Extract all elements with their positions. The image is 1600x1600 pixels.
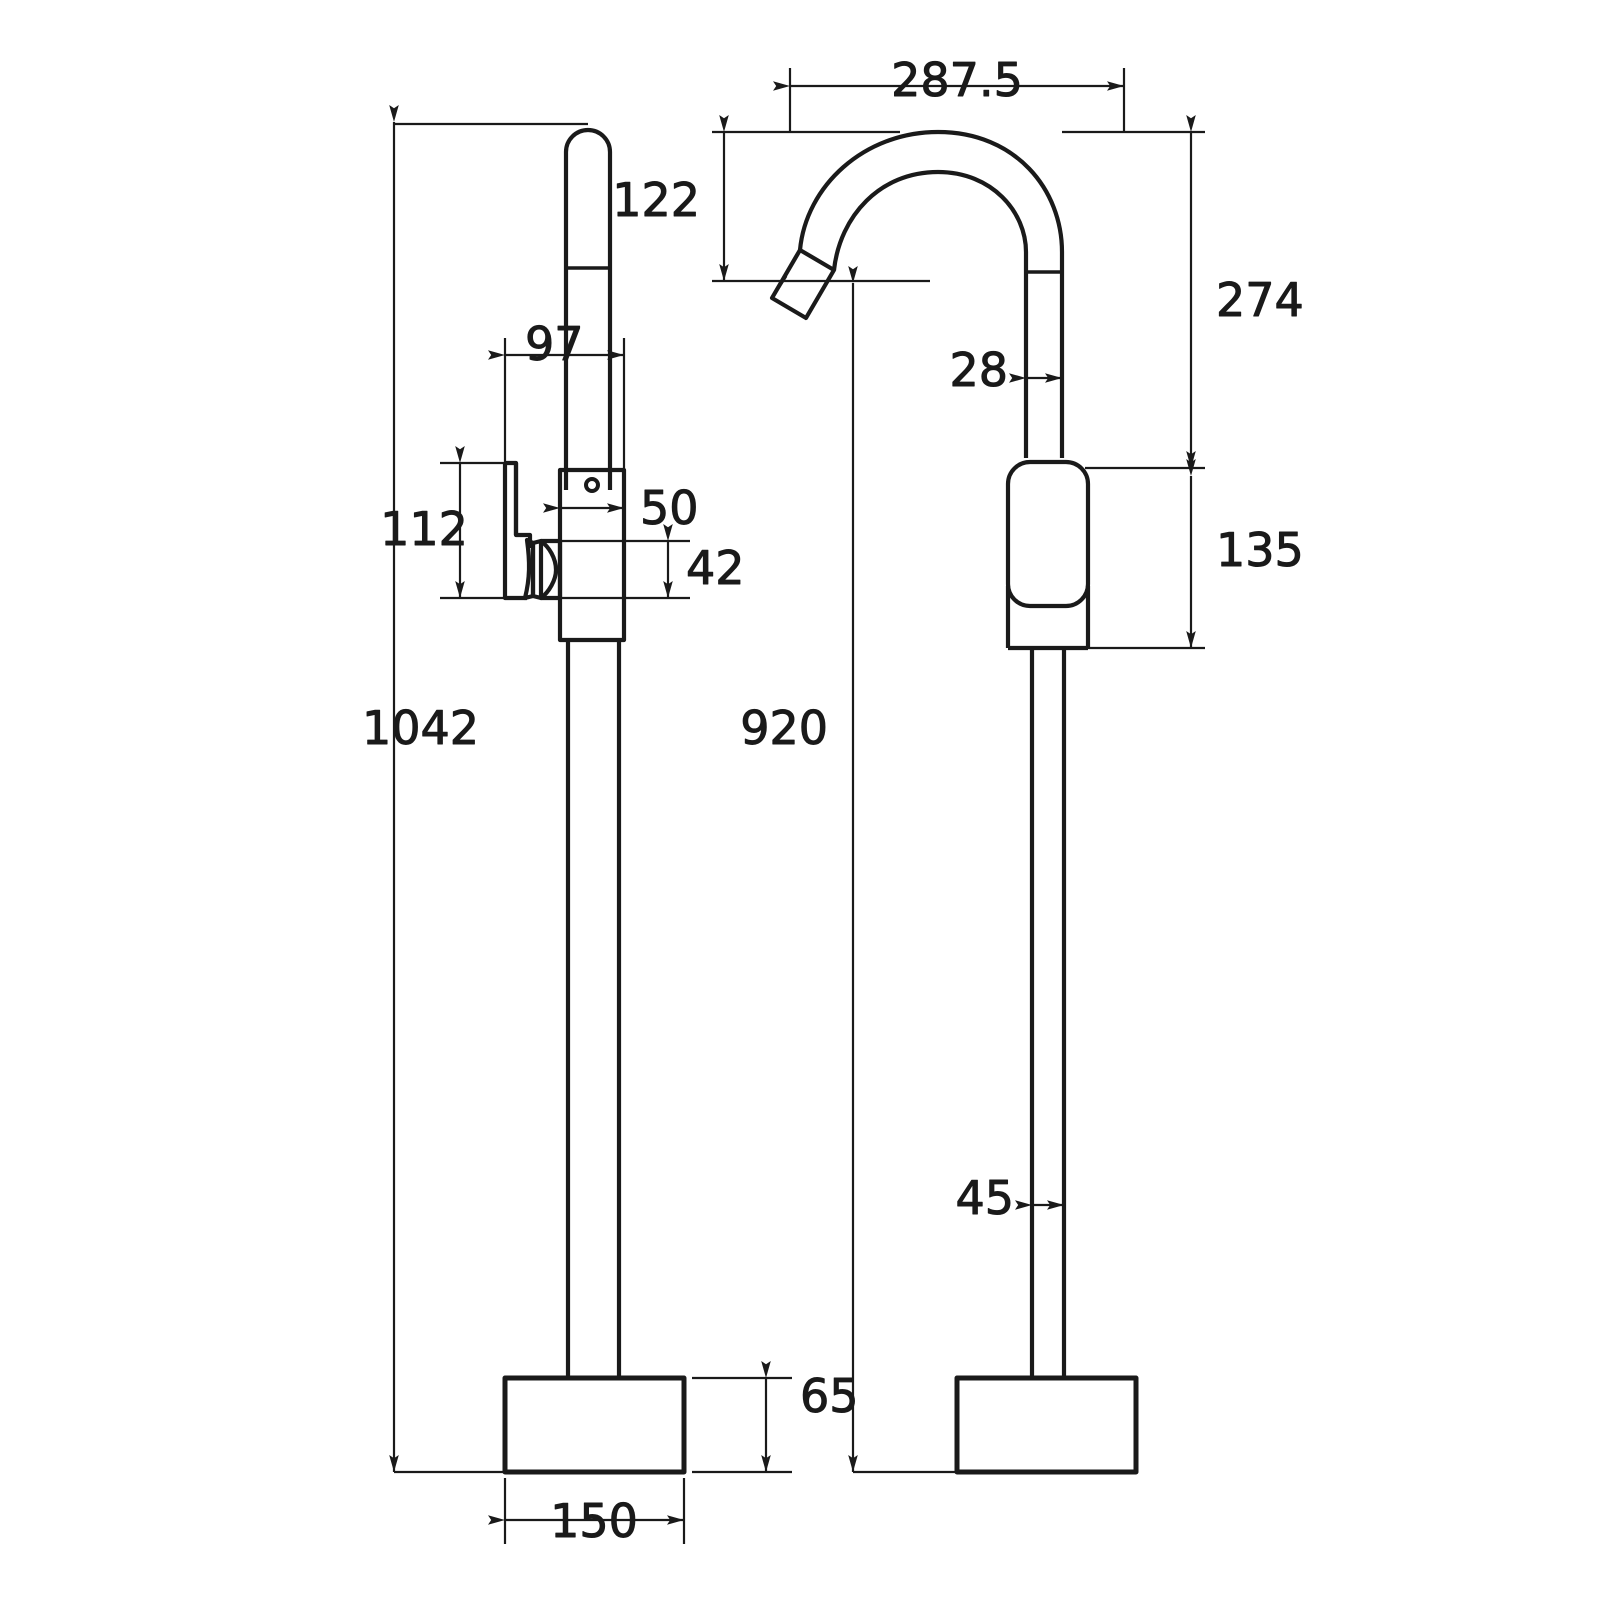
view-side-elevation [769, 129, 1139, 1475]
dimension-spout-reach [773, 68, 1126, 132]
dimension-28-label: 28 [949, 343, 1008, 397]
column-front [565, 640, 622, 1378]
dimension-920-label: 920 [740, 701, 828, 755]
dimension-overall-height [389, 105, 588, 1474]
dimension-135-label: 135 [1216, 523, 1304, 577]
riser-upper-front [563, 127, 613, 490]
dimension-45-label: 45 [955, 1171, 1014, 1225]
dimension-42-label: 42 [686, 541, 745, 595]
view-front-elevation [502, 127, 687, 1475]
dimension-base-width [488, 1478, 686, 1544]
dimension-base-height [692, 1361, 792, 1474]
spout-tube-side [1023, 270, 1065, 458]
dimension-50-label: 50 [640, 481, 699, 535]
spout-arc-side [797, 129, 1065, 272]
dimension-97-label: 97 [525, 317, 584, 371]
base-plate-front [502, 1375, 687, 1475]
dimension-112-label: 112 [380, 502, 468, 556]
body-capsule-side [1005, 459, 1091, 651]
dimension-spout-height [848, 266, 957, 1474]
dimension-274-label: 274 [1216, 273, 1304, 327]
dimension-lever-height [560, 524, 690, 600]
dimension-1042-label: 1042 [362, 701, 479, 755]
lever-handle-front [522, 537, 563, 601]
dimension-spout-top-to-body [1062, 115, 1205, 470]
dimension-287-label: 287.5 [891, 53, 1023, 107]
dimension-122-label: 122 [612, 173, 700, 227]
grub-screw-hole [584, 477, 600, 493]
dimension-65-label: 65 [800, 1369, 859, 1423]
spout-outlet-side [769, 247, 837, 321]
dimension-spout-drop [712, 115, 930, 283]
dimension-handle-plate-height [440, 446, 510, 600]
column-side [1029, 648, 1067, 1378]
dimension-body-height [1085, 459, 1205, 650]
escutcheon-front [502, 460, 533, 601]
dimension-150-label: 150 [550, 1494, 638, 1548]
dimension-handle-offset [488, 338, 626, 470]
base-plate-side [954, 1375, 1139, 1475]
valve-body-front [557, 467, 627, 643]
